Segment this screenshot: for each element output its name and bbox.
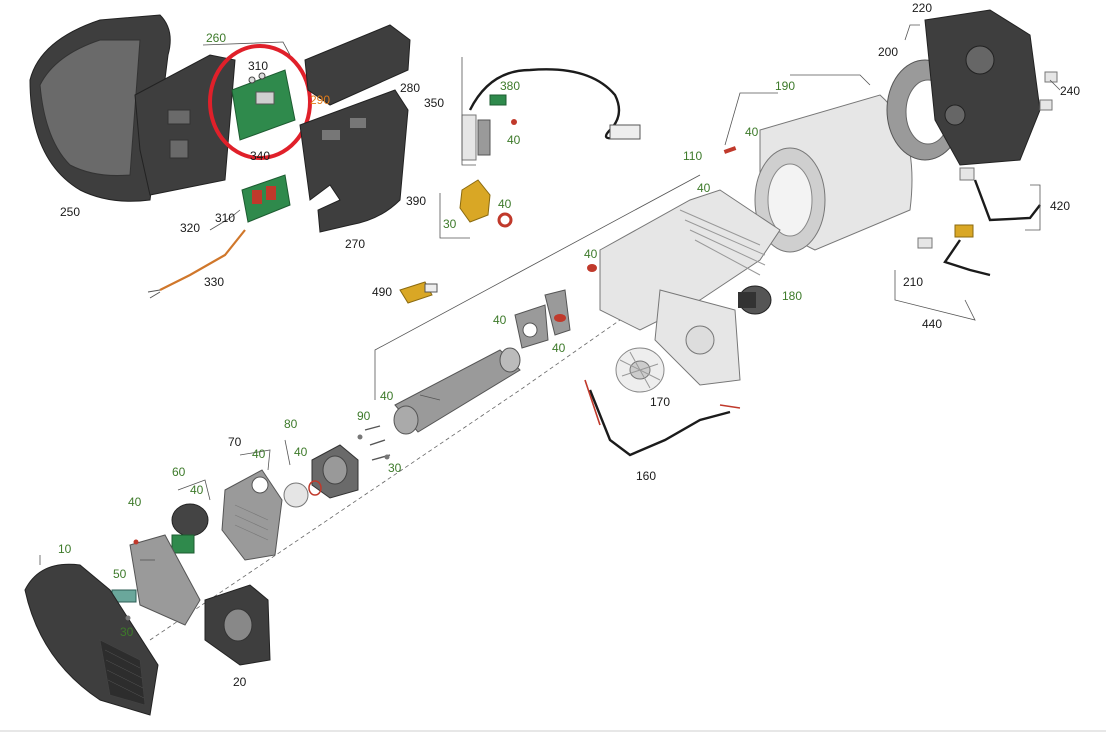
label-40-i: 40 (294, 445, 308, 459)
label-40-c: 40 (745, 125, 759, 139)
label-60: 60 (172, 465, 186, 479)
part-burner-tube (393, 347, 521, 435)
label-40-b: 40 (498, 197, 512, 211)
gasket-ring-b (308, 480, 322, 496)
part-210-overheat-switch (917, 224, 991, 277)
label-180: 180 (782, 289, 802, 303)
part-20-air-intake-cover (204, 584, 271, 666)
part-220-rear-housing (924, 9, 1041, 166)
part-350-valve-harness (461, 68, 641, 161)
label-380: 380 (500, 79, 520, 93)
part-320-relay-board (241, 174, 291, 223)
part-420-temperature-sensor (959, 167, 1041, 222)
label-210: 210 (903, 275, 923, 289)
part-490-connector (399, 281, 438, 304)
label-250: 250 (60, 205, 80, 219)
part-40-mounting-plate (129, 534, 201, 626)
label-290: 290 (310, 93, 330, 107)
label-270: 270 (345, 237, 365, 251)
label-10: 10 (58, 542, 72, 556)
label-490: 490 (372, 285, 392, 299)
assembly-axis (149, 199, 901, 641)
part-390-nozzle-fitting (459, 179, 513, 228)
part-80-motor-housing (311, 444, 359, 499)
callout-labels: 260 310 290 340 280 250 270 310 320 330 … (58, 1, 1080, 689)
label-40-f: 40 (493, 313, 507, 327)
label-40-g: 40 (552, 341, 566, 355)
label-50: 50 (113, 567, 127, 581)
label-240: 240 (1060, 84, 1080, 98)
label-420: 420 (1050, 199, 1070, 213)
part-170-blower-wheel (615, 347, 665, 393)
label-340: 340 (250, 149, 270, 163)
label-80: 80 (284, 417, 298, 431)
label-170: 170 (650, 395, 670, 409)
small-fasteners (125, 119, 737, 621)
part-290-control-board (231, 69, 296, 141)
label-310-top: 310 (248, 59, 268, 73)
label-260: 260 (206, 31, 226, 45)
part-270-side-cover (299, 89, 409, 233)
part-10-outer-cover (24, 563, 159, 716)
label-90: 90 (357, 409, 371, 423)
part-110-burner-core (599, 189, 781, 386)
label-40-a: 40 (507, 133, 521, 147)
label-40-l: 40 (128, 495, 142, 509)
label-70: 70 (228, 435, 242, 449)
label-110: 110 (683, 149, 702, 163)
part-60-fan-motor (171, 503, 209, 554)
part-70-fan-housing-plate (221, 469, 283, 561)
label-220: 220 (912, 1, 932, 15)
part-330-sensor-cable (147, 229, 246, 299)
label-40-h: 40 (380, 389, 394, 403)
part-280-top-cover (304, 24, 411, 106)
label-310-bottom: 310 (215, 211, 235, 225)
label-30-b: 30 (388, 461, 402, 475)
gasket-ring-a (283, 482, 309, 508)
label-30-c: 30 (120, 625, 134, 639)
part-160-cable-harness (584, 379, 741, 457)
label-350: 350 (424, 96, 444, 110)
label-40-j: 40 (252, 447, 266, 461)
label-20: 20 (233, 675, 247, 689)
label-200: 200 (878, 45, 898, 59)
label-160: 160 (636, 469, 656, 483)
part-180-fuel-pump (738, 285, 772, 315)
label-40-e: 40 (584, 247, 598, 261)
part-40-baffle-plate (514, 289, 571, 349)
label-40-d: 40 (697, 181, 711, 195)
label-330: 330 (204, 275, 224, 289)
label-320: 320 (180, 221, 200, 235)
label-30-a: 30 (443, 217, 457, 231)
label-280: 280 (400, 81, 420, 95)
highlight-circle-290 (208, 44, 312, 160)
leader-lines (39, 24, 1061, 565)
label-390: 390 (406, 194, 426, 208)
label-440: 440 (922, 317, 942, 331)
part-250-outer-casing (29, 14, 171, 202)
label-190: 190 (775, 79, 795, 93)
part-240-bracket (1039, 71, 1058, 111)
label-40-k: 40 (190, 483, 204, 497)
